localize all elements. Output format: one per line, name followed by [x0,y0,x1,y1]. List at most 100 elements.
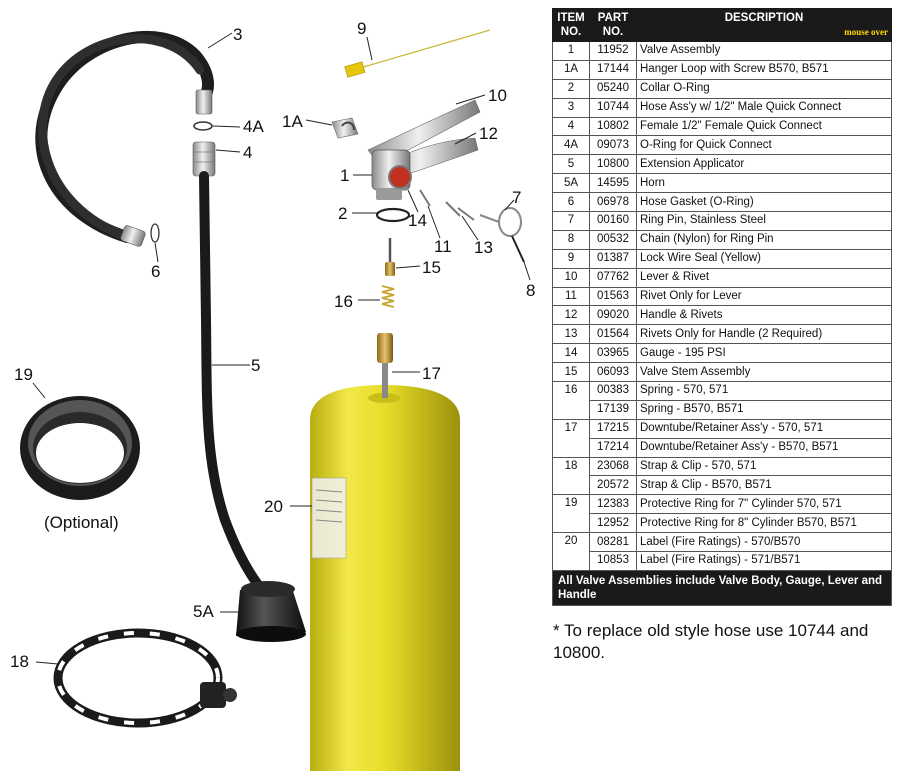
cell-part-no: 10853 [589,551,637,571]
cell-part-no: 06093 [589,362,637,383]
exploded-parts-diagram: 3 4A 4 6 5 5A 19 (Optional) 18 20 9 1A 1… [10,19,535,771]
cell-description: Gauge - 195 PSI [636,343,892,364]
callout-15: 15 [422,258,441,277]
callout-3: 3 [233,25,242,44]
table-footer-row: All Valve Assemblies include Valve Body,… [552,569,892,606]
cell-item-no: 6 [552,192,590,213]
cell-part-no: 17144 [589,59,637,80]
cell-part-no: 09020 [589,305,637,326]
female-quick-connect [192,141,216,177]
cell-part-no: 08281 [589,532,637,553]
callout-5a: 5A [193,602,214,621]
cell-part-no: 17215 [589,418,637,439]
callout-1: 1 [340,166,349,185]
callout-7: 7 [512,188,521,207]
callout-4a: 4A [243,117,264,136]
cell-part-no: 10800 [589,154,637,175]
rivets [419,189,475,221]
leader-lines [32,32,531,665]
cell-item-no: 8 [552,229,590,250]
cell-description: Valve Assembly [636,41,892,61]
cylinder [310,385,460,771]
callout-12: 12 [479,124,498,143]
callout-9: 9 [357,19,366,38]
cell-part-no: 20572 [589,475,637,496]
callout-1a: 1A [282,112,303,131]
callout-11: 11 [434,237,452,256]
cell-part-no: 03965 [589,343,637,364]
extension-applicator [199,171,267,595]
valve-assembly [367,99,481,200]
cell-part-no: 09073 [589,135,637,156]
cell-part-no: 12952 [589,513,637,534]
cell-description: Hose Gasket (O-Ring) [636,192,892,213]
protective-ring [20,396,140,500]
quick-connect-o-ring [193,121,213,131]
cell-description: Strap & Clip - 570, 571 [636,456,892,477]
valve-stem [385,238,395,276]
cell-description: Hose Ass'y w/ 1/2" Male Quick Connect [636,97,892,118]
cell-description: Downtube/Retainer Ass'y - B570, B571 [636,437,892,458]
cell-part-no: 01387 [589,248,637,269]
cell-item-no: 11 [552,286,590,307]
cell-description: Spring - B570, B571 [636,399,892,420]
cell-item-no: 13 [552,324,590,345]
cell-part-no: 12383 [589,494,637,515]
callout-8: 8 [526,281,535,300]
cell-item-no: 16 [552,381,590,420]
cell-part-no: 10744 [589,97,637,118]
cell-item-no: 10 [552,267,590,288]
cell-part-no: 01564 [589,324,637,345]
cell-description: Horn [636,173,892,194]
mouse-over-hint[interactable]: mouse over [844,27,888,37]
callout-14: 14 [408,211,427,230]
cell-description: Collar O-Ring [636,78,892,99]
cell-description: Hanger Loop with Screw B570, B571 [636,59,892,80]
cell-description: Valve Stem Assembly [636,362,892,383]
optional-label: (Optional) [44,513,119,532]
header-description: DESCRIPTION mouse over [636,8,892,42]
callout-17: 17 [422,364,441,383]
callout-16: 16 [334,292,353,311]
cell-description: Label (Fire Ratings) - 571/B571 [636,551,892,571]
hose-assembly [35,30,214,247]
cell-item-no: 7 [552,211,590,231]
cell-description: Ring Pin, Stainless Steel [636,211,892,231]
cell-part-no: 05240 [589,78,637,99]
cell-description: Female 1/2" Female Quick Connect [636,116,892,137]
cell-item-no: 5 [552,154,590,175]
cell-description: Protective Ring for 8" Cylinder B570, B5… [636,513,892,534]
